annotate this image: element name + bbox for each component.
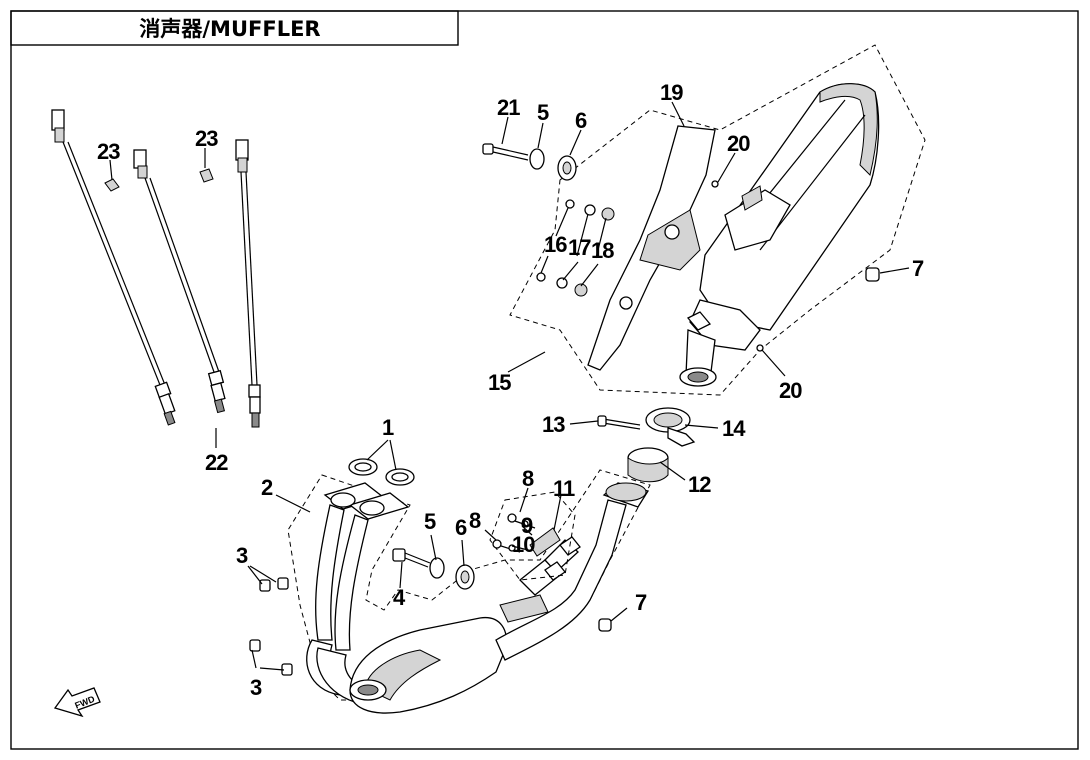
callout-14: 14 bbox=[722, 416, 746, 441]
callout-7-upper: 7 bbox=[912, 256, 924, 281]
callout-9: 9 bbox=[521, 513, 533, 538]
oxygen-sensor-2 bbox=[133, 149, 226, 414]
callout-4: 4 bbox=[393, 585, 406, 610]
sensor-clip-1 bbox=[104, 178, 120, 192]
gasket-pair bbox=[348, 458, 415, 486]
callout-3-lower: 3 bbox=[250, 675, 262, 700]
callout-7-lower: 7 bbox=[635, 590, 647, 615]
callout-6-upper: 6 bbox=[575, 108, 587, 133]
hanger-bolt-set-lower bbox=[392, 548, 475, 590]
callout-1: 1 bbox=[382, 415, 394, 440]
callout-10: 10 bbox=[512, 532, 535, 557]
callout-2: 2 bbox=[261, 475, 273, 500]
callout-11: 11 bbox=[553, 476, 575, 501]
callout-16: 16 bbox=[544, 232, 567, 257]
shield-fasteners bbox=[536, 199, 615, 297]
outer-frame bbox=[10, 10, 1079, 750]
oxygen-sensor-group bbox=[51, 109, 261, 428]
callout-23-left: 23 bbox=[97, 139, 120, 164]
callout-13: 13 bbox=[542, 412, 565, 437]
oxygen-sensor-3 bbox=[235, 139, 261, 428]
callout-12: 12 bbox=[688, 472, 711, 497]
leader-lines bbox=[109, 101, 910, 671]
callout-22: 22 bbox=[205, 450, 228, 475]
callout-20-upper: 20 bbox=[727, 131, 750, 156]
callout-15: 15 bbox=[488, 370, 511, 395]
callout-20-lower: 20 bbox=[779, 378, 802, 403]
pipe-bracket-set bbox=[489, 491, 576, 581]
callout-23-right: 23 bbox=[195, 126, 218, 151]
callout-17: 17 bbox=[568, 235, 591, 260]
muffler-assembly bbox=[482, 44, 926, 483]
diagram-title: 消声器/MUFFLER bbox=[139, 17, 320, 41]
callout-3-upper: 3 bbox=[236, 543, 248, 568]
hanger-bolt-set-upper bbox=[482, 143, 577, 181]
callout-6-lower: 6 bbox=[455, 515, 467, 540]
oxygen-sensor-1 bbox=[51, 109, 176, 426]
sensor-clip-2 bbox=[199, 168, 214, 183]
callout-5-lower: 5 bbox=[424, 509, 436, 534]
callout-8-lower: 8 bbox=[469, 508, 481, 533]
header-pipe-assembly bbox=[249, 458, 651, 714]
callout-19: 19 bbox=[660, 80, 683, 105]
callout-21: 21 bbox=[497, 95, 520, 120]
header-nuts bbox=[249, 577, 293, 676]
title-box bbox=[10, 10, 459, 46]
clamp-set bbox=[597, 407, 696, 483]
callout-labels: 1 2 3 3 4 5 5 6 6 7 7 8 8 9 10 11 12 13 … bbox=[97, 80, 925, 700]
callout-8-upper: 8 bbox=[522, 466, 534, 491]
callout-18: 18 bbox=[591, 238, 614, 263]
forward-direction-arrow: FWD bbox=[53, 687, 101, 718]
callout-5-upper: 5 bbox=[537, 100, 549, 125]
